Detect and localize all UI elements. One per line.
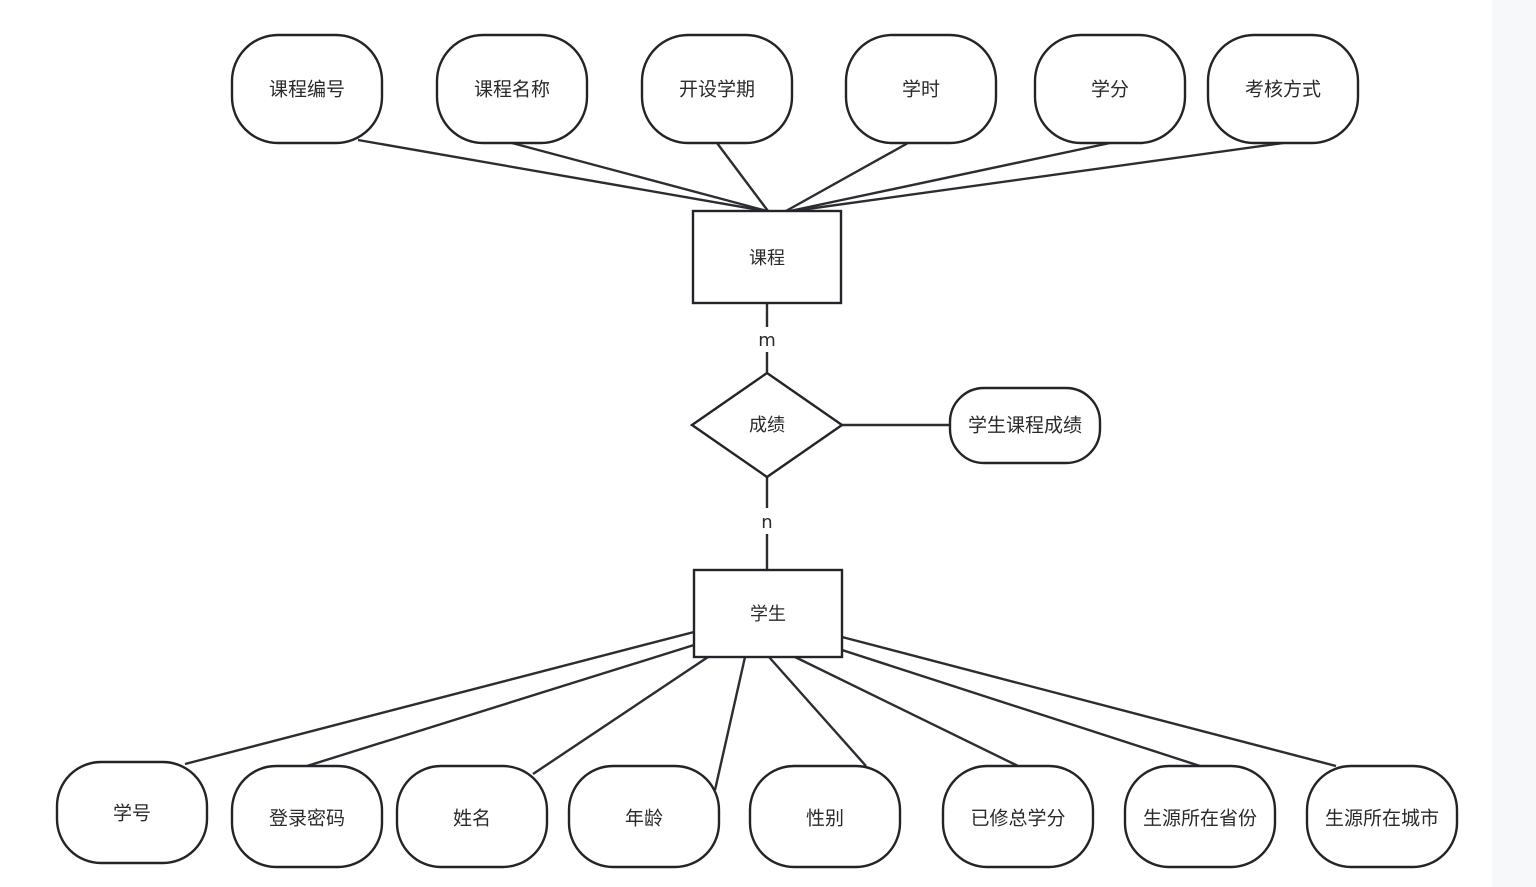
student-attribute-6[interactable]: 已修总学分 bbox=[941, 764, 1095, 869]
cardinality-course-label: m bbox=[758, 330, 776, 351]
right-margin-strip bbox=[1492, 0, 1536, 887]
student-attribute-label: 登录密码 bbox=[269, 808, 345, 830]
course-attribute-1[interactable]: 课程编号 bbox=[230, 33, 384, 145]
edge-course-attr-2 bbox=[511, 141, 768, 213]
student-attribute-label: 学号 bbox=[113, 803, 151, 825]
edge-student-attr-4 bbox=[713, 656, 747, 791]
edge-student-attr-3 bbox=[532, 656, 709, 775]
course-attribute-label: 课程名称 bbox=[474, 79, 550, 101]
course-entity-label: 课程 bbox=[749, 248, 785, 269]
student-attribute-1[interactable]: 学号 bbox=[55, 760, 209, 865]
student-attribute-3[interactable]: 姓名 bbox=[395, 764, 549, 869]
relationship-diamond[interactable]: 成绩 bbox=[689, 371, 845, 479]
student-entity[interactable]: 学生 bbox=[692, 568, 844, 659]
student-attribute-label: 性别 bbox=[806, 808, 844, 830]
student-attribute-5[interactable]: 性别 bbox=[748, 764, 902, 869]
course-attribute-2[interactable]: 课程名称 bbox=[435, 33, 589, 145]
student-attribute-8[interactable]: 生源所在城市 bbox=[1305, 764, 1459, 869]
edge-course-attr-3 bbox=[716, 142, 769, 212]
cardinality-student-label: n bbox=[761, 512, 772, 533]
edge-student-attr-5 bbox=[768, 656, 867, 767]
edge-course-attr-5 bbox=[789, 141, 1111, 213]
student-entity-label: 学生 bbox=[750, 604, 786, 625]
student-attribute-7[interactable]: 生源所在省份 bbox=[1123, 764, 1277, 869]
edge-student-attr-6 bbox=[794, 655, 1019, 768]
student-attribute-label: 年龄 bbox=[625, 808, 663, 830]
student-attribute-4[interactable]: 年龄 bbox=[567, 764, 721, 869]
edge-course-attr-6 bbox=[792, 141, 1284, 213]
course-entity[interactable]: 课程 bbox=[691, 209, 843, 305]
student-attribute-label: 姓名 bbox=[453, 808, 491, 830]
student-attribute-label: 已修总学分 bbox=[970, 808, 1065, 830]
course-attribute-label: 开设学期 bbox=[679, 79, 755, 101]
course-attribute-6[interactable]: 考核方式 bbox=[1206, 33, 1360, 145]
edge-student-attr-8 bbox=[841, 635, 1337, 768]
student-attribute-2[interactable]: 登录密码 bbox=[230, 764, 384, 869]
edge-course-attr-4 bbox=[785, 141, 909, 213]
course-attribute-4[interactable]: 学时 bbox=[844, 33, 998, 145]
student-attribute-label: 生源所在省份 bbox=[1143, 808, 1257, 830]
course-attribute-3[interactable]: 开设学期 bbox=[640, 33, 794, 145]
relationship-label: 成绩 bbox=[749, 415, 785, 436]
edge-student-attr-7 bbox=[841, 648, 1201, 768]
course-attribute-5[interactable]: 学分 bbox=[1033, 33, 1187, 145]
course-attribute-label: 考核方式 bbox=[1245, 79, 1321, 101]
edge-student-attr-2 bbox=[306, 643, 695, 768]
course-attribute-label: 课程编号 bbox=[269, 79, 345, 101]
course-attribute-label: 学分 bbox=[1091, 79, 1129, 101]
edge-student-attr-1 bbox=[184, 630, 695, 766]
edge-course-attr-1 bbox=[357, 138, 766, 213]
course-attribute-label: 学时 bbox=[902, 79, 940, 101]
relationship-attribute-label: 学生课程成绩 bbox=[968, 415, 1082, 437]
relationship-attribute[interactable]: 学生课程成绩 bbox=[948, 386, 1102, 465]
student-attribute-label: 生源所在城市 bbox=[1325, 808, 1439, 830]
